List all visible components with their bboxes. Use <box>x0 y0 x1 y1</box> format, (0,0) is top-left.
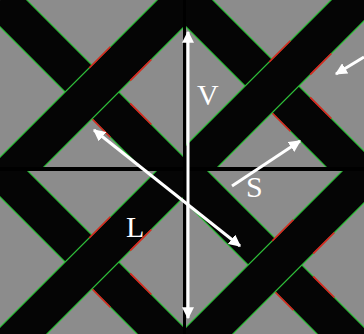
edge-trace <box>14 184 183 334</box>
axis-label-box: V <box>197 80 219 110</box>
edge-trace <box>186 0 350 164</box>
strut <box>186 0 364 167</box>
edge-trace-red <box>130 273 151 294</box>
edge-trace-red <box>313 232 334 253</box>
strut <box>186 173 364 334</box>
lattice-cell <box>0 171 183 334</box>
strut <box>0 0 183 167</box>
edge-trace-red <box>310 97 331 118</box>
direction-arrow <box>94 130 240 246</box>
axis-label-box: S <box>246 172 263 202</box>
strut <box>0 0 183 167</box>
direction-arrow <box>187 32 190 318</box>
strut <box>0 171 183 334</box>
direction-arrow <box>336 57 364 74</box>
edge-trace-red <box>130 59 151 80</box>
edge-trace-red <box>130 103 151 124</box>
edge-trace <box>14 14 183 167</box>
lattice-cell <box>186 171 364 334</box>
edge-trace <box>194 8 364 167</box>
edge-trace <box>0 171 170 334</box>
direction-arrow <box>232 141 300 186</box>
edge-trace-red <box>89 217 110 238</box>
edge-trace-red <box>269 41 290 62</box>
edge-trace-red <box>313 276 334 297</box>
strut <box>186 173 364 334</box>
axis-label: L <box>126 210 144 243</box>
edge-trace-red <box>89 47 110 68</box>
strut <box>0 171 183 334</box>
edge-trace-red <box>310 53 331 74</box>
axis-label-box: L <box>126 212 144 242</box>
edge-trace-red <box>272 220 293 241</box>
edge-trace <box>197 187 364 334</box>
lattice-cell <box>186 0 364 167</box>
edge-trace <box>0 0 170 167</box>
axis-label: S <box>246 170 263 203</box>
axis-label: V <box>197 78 219 111</box>
edge-trace <box>186 171 353 334</box>
strut <box>186 0 364 167</box>
lattice-cell <box>0 0 183 167</box>
